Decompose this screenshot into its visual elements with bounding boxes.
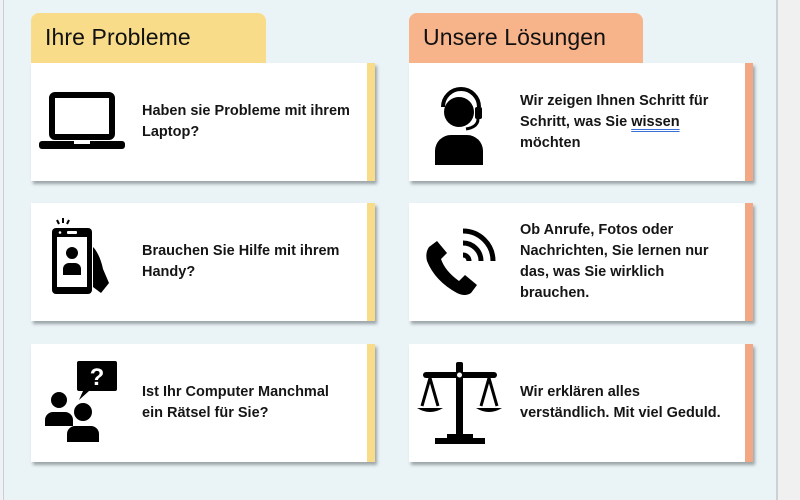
solution-card-phone: Ob Anrufe, Fotos oder Nachrichten, Sie l… [409, 203, 753, 321]
card-accent-bar [745, 203, 753, 321]
card-accent-bar [367, 203, 375, 321]
problem-card-handy: Brauchen Sie Hilfe mit ihrem Handy? [31, 203, 375, 321]
solution-text: Ob Anrufe, Fotos oder Nachrichten, Sie l… [520, 222, 709, 301]
card-accent-bar [367, 344, 375, 462]
right-side-panel [776, 0, 800, 500]
svg-text:?: ? [90, 364, 105, 391]
problems-header: Ihre Probleme [31, 13, 266, 63]
problem-text: Ist Ihr Computer Manchmal ein Rätsel für… [142, 384, 329, 421]
laptop-icon [37, 77, 127, 167]
problem-text: Brauchen Sie Hilfe mit ihrem Handy? [142, 243, 340, 280]
problem-card-laptop: Haben sie Probleme mit ihrem Laptop? [31, 63, 375, 181]
solutions-header: Unsere Lösungen [409, 13, 643, 63]
card-accent-bar [367, 63, 375, 181]
spellcheck-marked-word[interactable]: wissen [631, 113, 680, 130]
left-edge [0, 0, 4, 500]
smartphone-user-icon [37, 217, 127, 307]
support-headset-icon [415, 77, 505, 167]
solution-card-support: Wir zeigen Ihnen Schritt für Schritt, wa… [409, 63, 753, 181]
solution-text: Wir zeigen Ihnen Schritt für Schritt, wa… [520, 92, 709, 151]
problem-card-computer: ? Ist Ihr Computer Manchmal ein Rätsel f… [31, 344, 375, 462]
scales-icon [415, 358, 505, 448]
problem-text: Haben sie Probleme mit ihrem Laptop? [142, 103, 350, 140]
solution-card-patience: Wir erklären alles verständlich. Mit vie… [409, 344, 753, 462]
card-accent-bar [745, 344, 753, 462]
phone-call-icon [415, 217, 505, 307]
card-accent-bar [745, 63, 753, 181]
solution-text: Wir erklären alles verständlich. Mit vie… [520, 384, 721, 421]
people-question-icon: ? [37, 358, 127, 448]
